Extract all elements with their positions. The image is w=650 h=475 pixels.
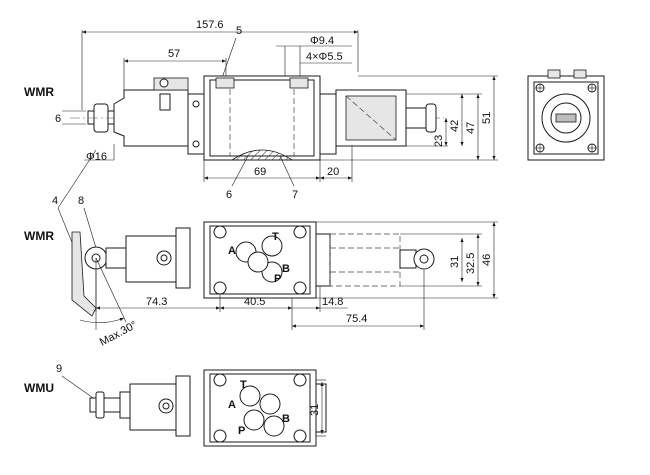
callout-9-leader — [61, 375, 97, 401]
callout-9: 9 — [56, 363, 62, 375]
actuator-housing-left — [113, 89, 189, 147]
plunger-top — [105, 247, 127, 269]
port-p: P — [274, 273, 281, 285]
plunger-bottom-collar — [119, 391, 131, 419]
dim-74-3-text: 74.3 — [146, 296, 167, 308]
dim-42-text: 42 — [449, 120, 461, 132]
mount-hole — [293, 373, 307, 387]
dim-32-5-text: 32.5 — [465, 253, 477, 274]
side-view: WMR 157.6 57 Φ9.4 4×Φ5.5 5 6 — [24, 19, 498, 201]
callout-4-leader-side — [57, 149, 97, 209]
dim-20-text: 20 — [327, 166, 339, 178]
mount-hole — [293, 225, 307, 239]
callout-5-leader — [221, 37, 237, 79]
valve-body-inner — [209, 79, 315, 157]
callout-8-leader — [83, 207, 97, 249]
dim-47-text: 47 — [465, 122, 477, 134]
mount-hole-head — [289, 77, 309, 89]
screw — [192, 100, 200, 108]
angle-ref-line — [95, 257, 127, 323]
lever-arm — [71, 231, 97, 317]
dim-57-text: 57 — [168, 48, 180, 60]
dim-31-top-text: 31 — [449, 256, 461, 268]
mount-hole-head — [215, 77, 235, 89]
bottom-view: WMU 9 T A B P 31 — [24, 363, 327, 447]
dim-69-text: 69 — [254, 166, 266, 178]
callout-6: 6 — [226, 189, 232, 201]
mount-hole — [213, 225, 227, 239]
flange-top-right — [315, 233, 331, 287]
roller-right-pin — [419, 254, 429, 264]
detent-plug-bottom-core — [162, 402, 170, 410]
mount-hole — [213, 429, 227, 443]
detent-screw — [159, 78, 169, 88]
callout-6-leader — [231, 155, 249, 187]
top-view: WMR 4 8 Max.30° A — [24, 149, 498, 349]
dim-75-4-text: 75.4 — [346, 313, 367, 325]
dim-51-text: 51 — [481, 112, 493, 124]
mount-hole — [293, 429, 307, 443]
mount-hole — [213, 373, 227, 387]
mount-hole — [293, 281, 307, 295]
end-view-slot — [555, 113, 577, 123]
view-label-side: WMR — [24, 85, 54, 99]
valve-body-bottom-inner — [209, 373, 311, 443]
detent-cap — [153, 77, 189, 91]
callout-4: 4 — [52, 195, 58, 207]
dim-46-text: 46 — [481, 254, 493, 266]
dim-phi9-4-text: Φ9.4 — [310, 35, 334, 47]
view-label-bottom: WMU — [24, 381, 54, 395]
port-b-bottom: B — [282, 413, 290, 425]
angle-arc — [79, 317, 125, 323]
port-a-bottom: A — [228, 399, 236, 411]
port-circles-bottom — [239, 385, 285, 437]
end-flange-right — [319, 93, 337, 155]
plunger-bottom-head — [95, 391, 105, 419]
plunger-right — [405, 107, 427, 129]
detent-spring — [159, 93, 171, 111]
callout-5: 5 — [236, 25, 242, 37]
port-b: B — [282, 263, 290, 275]
dim-40-5-text: 40.5 — [244, 296, 265, 308]
dim-overall-length-text: 157.6 — [196, 19, 224, 31]
end-view-cap — [573, 69, 587, 79]
dim-14-8-text: 14.8 — [322, 296, 343, 308]
dim-phi16-text: Φ16 — [86, 151, 107, 163]
plunger-bottom — [89, 397, 121, 413]
dim-31-bottom-text: 31 — [309, 404, 321, 416]
screw — [192, 140, 200, 148]
detent-plug-core — [160, 254, 168, 262]
port-circles — [235, 235, 283, 283]
dim-holes-text: 4×Φ5.5 — [306, 51, 343, 63]
end-view-cap — [547, 69, 561, 79]
actuator-housing-top-right — [329, 233, 401, 287]
flange-bottom-left — [175, 375, 191, 437]
end-view — [527, 69, 605, 161]
dim-6-text: 6 — [55, 113, 61, 125]
port-t: T — [272, 231, 279, 243]
port-p-bottom: P — [238, 425, 245, 437]
callout-8: 8 — [78, 195, 84, 207]
plunger-right-head — [425, 103, 437, 133]
end-view-screws — [535, 83, 597, 153]
port-t-bottom: T — [240, 379, 247, 391]
callout-7-leader — [279, 155, 295, 187]
port-a: A — [228, 245, 236, 257]
hidden-line — [345, 95, 397, 141]
flange-top-left — [175, 227, 191, 289]
mount-hole — [213, 281, 227, 295]
callout-7: 7 — [292, 189, 298, 201]
dim-max-angle-text: Max.30° — [98, 319, 139, 349]
view-label-top: WMR — [24, 229, 54, 243]
dim-23-text: 23 — [433, 135, 445, 147]
